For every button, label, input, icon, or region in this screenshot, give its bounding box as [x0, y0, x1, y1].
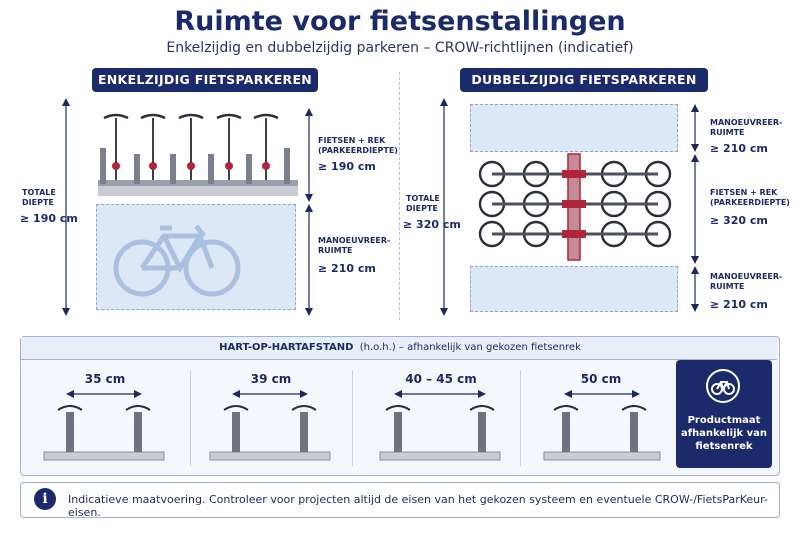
single-maneuver-value: ≥ 210 cm — [318, 262, 376, 275]
double-total-depth-arrow — [440, 98, 448, 316]
spacing-value-4: 50 cm — [580, 372, 622, 386]
bicycle-circle-icon — [706, 369, 740, 403]
double-dimension-arrows — [691, 104, 699, 312]
spacing-value-2: 39 cm — [250, 372, 292, 386]
column-divider — [520, 370, 521, 466]
single-maneuver-label: MANOEUVREER-RUIMTE — [318, 236, 391, 255]
double-top-label: MANOEUVREER-RUIMTE — [710, 118, 783, 137]
spacing-diagram-40-45 — [379, 390, 501, 461]
single-total-value: ≥ 190 cm — [20, 212, 78, 225]
footer-note-panel — [20, 482, 780, 518]
single-rack-label: FIETSEN + REK(PARKEERDIEPTE) — [318, 136, 398, 155]
page-title: Ruimte voor fietsenstallingen — [174, 6, 626, 37]
column-divider — [352, 370, 353, 466]
double-top-value: ≥ 210 cm — [710, 142, 768, 155]
double-maneuver-area-top — [470, 104, 678, 152]
single-rack-illustration — [98, 113, 298, 196]
footer-note: Indicatieve maatvoering. Controleer voor… — [68, 493, 768, 519]
spacing-diagram-35 — [43, 390, 165, 461]
spacing-heading: HART-OP-HARTAFSTAND (h.o.h.) – afhankeli… — [219, 342, 581, 353]
product-size-text: Productmaat afhankelijk van fietsenrek — [680, 415, 768, 452]
bicycle-icon — [113, 224, 241, 297]
double-total-value: ≥ 320 cm — [403, 218, 461, 231]
double-rack-label: FIETSEN + REK(PARKEERDIEPTE) — [710, 188, 790, 207]
double-sided-heading: DUBBELZIJDIG FIETSPARKEREN — [460, 68, 708, 92]
total-depth-arrow — [62, 98, 70, 316]
spacing-value-3: 40 – 45 cm — [405, 372, 477, 386]
single-rack-value: ≥ 190 cm — [318, 160, 376, 173]
double-maneuver-area-bottom — [470, 266, 678, 312]
double-bottom-label: MANOEUVREER-RUIMTE — [710, 272, 783, 291]
double-rack-value: ≥ 320 cm — [710, 214, 768, 227]
spacing-panel-header — [21, 337, 777, 360]
section-divider — [399, 72, 400, 320]
double-rack-illustration — [478, 153, 672, 261]
spacing-diagram-50 — [543, 390, 661, 461]
double-bottom-value: ≥ 210 cm — [710, 298, 768, 311]
info-icon: i — [34, 488, 56, 510]
single-sided-heading: ENKELZIJDIG FIETSPARKEREN — [92, 68, 318, 92]
single-dimension-arrows — [305, 108, 313, 316]
spacing-diagram-39 — [209, 390, 331, 461]
column-divider — [190, 370, 191, 466]
spacing-value-1: 35 cm — [84, 372, 126, 386]
page-subtitle: Enkelzijdig en dubbelzijdig parkeren – C… — [166, 40, 634, 56]
